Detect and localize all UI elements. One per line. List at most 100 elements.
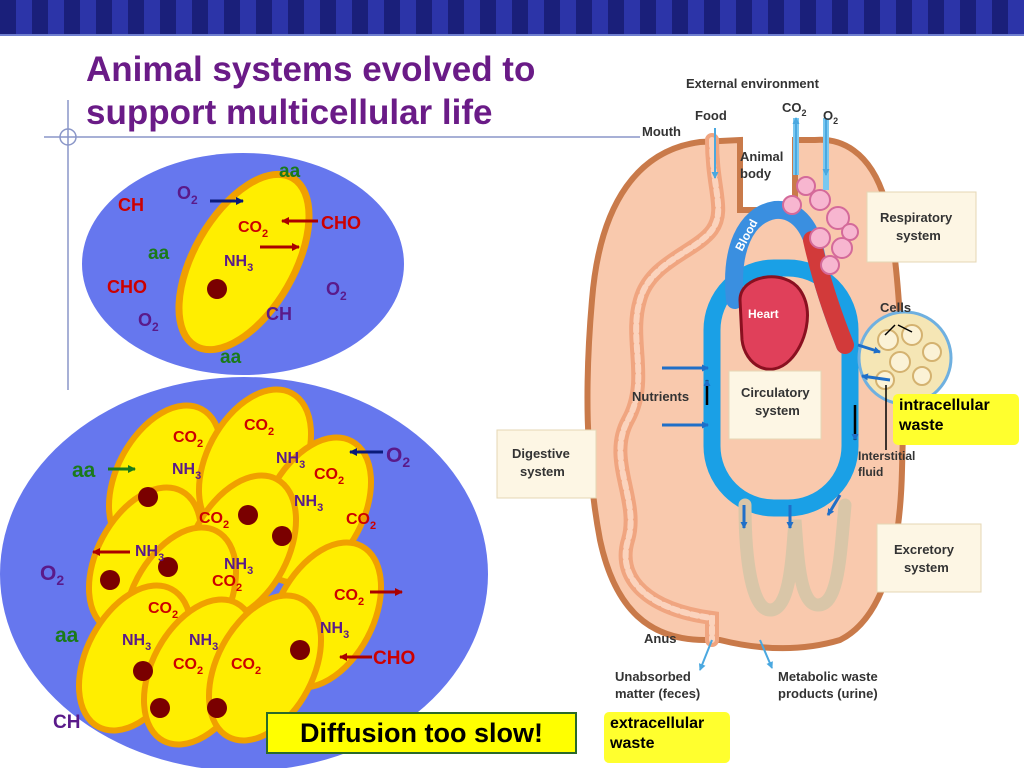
circulatory-system-label: system [755,403,800,418]
extracellular-waste-label: waste [610,735,655,752]
label-co2: CO2 [314,466,344,487]
slide-top-bar [0,0,1024,34]
cell-nucleus [133,661,153,681]
unabsorbed-label: matter (feces) [615,686,700,701]
co2-label: CO2 [782,100,807,118]
cell-nucleus [100,570,120,590]
single-cell-nucleus [207,279,227,299]
slide-top-rule [0,34,1024,36]
digestive-system-label: system [520,464,565,479]
heart-label: Heart [748,307,779,321]
excretory-system-label: system [904,560,949,575]
metabolic-waste-label: Metabolic waste [778,669,878,684]
cell-nucleus [207,698,227,718]
label-cho: CHO [373,648,415,669]
cell-nucleus [158,557,178,577]
unabsorbed-label: Unabsorbed [615,669,691,684]
extracellular-waste-box: extracellular waste [604,712,730,763]
body-diagram [496,117,982,671]
label-nh3: NH3 [320,620,349,641]
respiratory-system-box [866,191,977,263]
label-nh3: NH3 [135,543,164,564]
respiratory-system-label: system [896,228,941,243]
digestive-system-box [496,429,597,499]
label-aa: aa [55,624,79,647]
o2-label: O2 [823,108,838,126]
label-nh3: NH3 [224,556,253,577]
label-co2: CO2 [334,587,364,608]
label-nh3: NH3 [224,253,253,274]
label-co2: CO2 [244,417,274,438]
excretory-system-box [876,523,982,593]
label-nh3: NH3 [172,461,201,482]
intracellular-waste-box: intracellular waste [893,394,1019,445]
metabolic-waste-label: products (urine) [778,686,878,701]
label-co2: CO2 [173,429,203,450]
label-o2: O2 [40,562,64,588]
external-environment-label: External environment [686,76,820,91]
animal-body-label: Animal [740,149,783,164]
excretory-tubules [738,498,852,617]
label-ch: CH [266,304,292,324]
label-o2: O2 [138,310,159,334]
label-nh3: NH3 [294,493,323,514]
interstitial-fluid-label: fluid [858,465,883,479]
title-line-1: Animal systems evolved to [86,50,536,89]
cell-nucleus [150,698,170,718]
cell-nucleus [290,640,310,660]
label-o2: O2 [177,183,198,207]
cell-nucleus [138,487,158,507]
excretory-system-label: Excretory [894,542,955,557]
circulatory-system-label: Circulatory [741,385,810,400]
single-cell [175,170,313,354]
intracellular-waste-label: waste [899,417,944,434]
label-co2: CO2 [238,219,268,240]
extracellular-label: extracellular [610,715,705,732]
label-ch: CH [53,712,80,733]
diffusion-too-slow-banner: Diffusion too slow! [266,712,577,754]
label-nh3: NH3 [189,632,218,653]
heart [738,275,809,371]
single-cell-diagram [82,153,404,375]
label-ch: CH [118,195,144,215]
circulatory-system-box [728,370,822,440]
cell-nucleus [238,505,258,525]
label-nh3: NH3 [122,632,151,653]
label-aa: aa [279,161,301,182]
label-co2: CO2 [199,510,229,531]
respiratory-system-label: Respiratory [880,210,953,225]
intracellular-label: intracellular [899,397,990,414]
label-co2: CO2 [212,573,242,594]
cell-nucleus [272,526,292,546]
nutrients-label: Nutrients [632,389,689,404]
anus-label: Anus [644,631,677,646]
single-cell-labels: aa CH O2 CO2 CHO aa NH3 CHO O2 O2 CH aa [107,161,361,368]
title-line-2: support multicellular life [86,93,493,132]
cell [205,592,325,744]
label-nh3: NH3 [276,450,305,471]
label-aa: aa [148,243,170,264]
slide-title: Animal systems evolved to support multic… [86,48,535,134]
label-co2: CO2 [173,656,203,677]
multi-cell-labels: CO2 CO2 NH3 O2 aa NH3 CO2 NH3 CO2 CO2 NH… [40,417,415,733]
slide-guides [44,100,640,390]
label-aa: aa [72,459,96,482]
label-o2: O2 [386,444,410,470]
label-cho: CHO [107,277,147,297]
label-co2: CO2 [148,600,178,621]
label-co2: CO2 [346,511,376,532]
circulatory-loop [703,259,859,517]
digestive-system-label: Digestive [512,446,570,461]
interstitial-fluid-label: Interstitial [858,449,915,463]
lungs [782,176,859,275]
label-co2: CO2 [231,656,261,677]
label-aa: aa [220,347,242,368]
multi-cell-diagram [0,377,488,768]
label-o2: O2 [326,279,347,303]
animal-body-label: body [740,166,772,181]
label-cho: CHO [321,213,361,233]
cells-label: Cells [880,300,911,315]
food-label: Food [695,108,727,123]
mouth-label: Mouth [642,124,681,139]
